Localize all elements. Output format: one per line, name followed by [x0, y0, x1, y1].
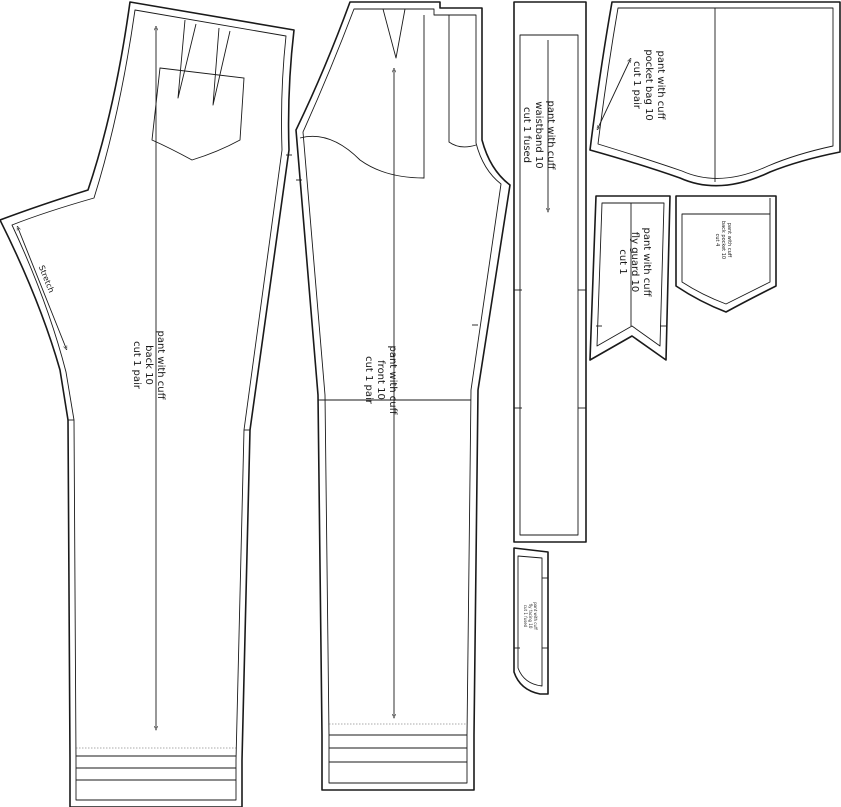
fly-guard-label-line-3: cut 1 — [617, 249, 628, 274]
front-label-line-1: pant with cuff — [387, 345, 398, 415]
fly-guard-seam-line — [596, 202, 665, 347]
back-pattern-piece: Stretch pant with cuff back 10 cut 1 pai… — [0, 1, 295, 807]
waistband-pattern-piece: pant with cuff waistband 10 cut 1 fused — [513, 1, 587, 543]
fly-guard-label: pant with cuff fly guard 10 cut 1 — [617, 227, 652, 297]
back-pocket-label-line-3: cut 4 — [714, 234, 720, 247]
back-pocket-label: pant with cuff back pocket 10 cut 4 — [714, 221, 732, 259]
back-label-line-2: back 10 — [143, 345, 154, 385]
fly-guard-pattern-piece: pant with cuff fly guard 10 cut 1 — [589, 195, 671, 361]
back-piece-cut-line — [0, 1, 295, 807]
front-label-line-3: cut 1 pair — [363, 356, 374, 405]
waistband-seam-line — [519, 34, 579, 536]
back-pocket-placement — [151, 67, 245, 161]
fly-facing-label-line-3: cut 1 fused — [523, 605, 528, 628]
back-pocket-label-line-2: back pocket 10 — [720, 221, 726, 259]
back-pocket-cut-line — [675, 195, 777, 313]
fly-guard-label-line-2: fly guard 10 — [629, 232, 640, 292]
front-piece-seam-line — [302, 8, 502, 784]
front-label-line-2: front 10 — [375, 360, 386, 400]
back-dart-2 — [212, 27, 231, 106]
fly-facing-label-line-2: fly facing 10 — [528, 604, 533, 629]
waistband-label-line-2: waistband 10 — [533, 101, 544, 168]
back-dart-1 — [177, 19, 197, 99]
back-pocket-pattern-piece: pant with cuff back pocket 10 cut 4 — [675, 195, 777, 313]
fly-facing-pattern-piece: pant with cuff fly facing 10 cut 1 fused — [513, 547, 549, 695]
back-pocket-label-line-1: pant with cuff — [726, 223, 732, 258]
pocket-bag-label: pant with cuff pocket bag 10 cut 1 pair — [631, 49, 666, 120]
fly-facing-seam-line — [517, 555, 543, 687]
fly-guard-cut-line — [589, 195, 671, 361]
front-pattern-piece: pant with cuff front 10 cut 1 pair — [295, 1, 511, 791]
waistband-cut-line — [513, 1, 587, 543]
pocket-bag-label-line-2: pocket bag 10 — [643, 49, 654, 120]
front-dart — [382, 8, 406, 59]
pocket-bag-label-line-1: pant with cuff — [655, 50, 666, 120]
back-label-line-3: cut 1 pair — [131, 341, 142, 390]
front-pocket-placement — [299, 15, 425, 179]
back-pocket-seam-line — [681, 213, 771, 305]
front-piece-label: pant with cuff front 10 cut 1 pair — [363, 345, 398, 415]
fly-facing-cut-line — [513, 547, 549, 695]
fly-guard-label-line-1: pant with cuff — [641, 227, 652, 297]
pocket-bag-grainline — [598, 60, 630, 128]
waistband-label-line-1: pant with cuff — [545, 100, 556, 170]
fly-facing-label-line-1: pant with cuff — [533, 602, 538, 630]
back-piece-label: pant with cuff back 10 cut 1 pair — [131, 330, 166, 400]
fly-facing-label: pant with cuff fly facing 10 cut 1 fused — [523, 602, 538, 630]
waistband-label: pant with cuff waistband 10 cut 1 fused — [521, 100, 556, 170]
pocket-bag-pattern-piece: pant with cuff pocket bag 10 cut 1 pair — [589, 1, 841, 187]
pocket-bag-label-line-3: cut 1 pair — [631, 61, 642, 110]
back-label-line-1: pant with cuff — [155, 330, 166, 400]
waistband-label-line-3: cut 1 fused — [521, 107, 532, 163]
back-stretch-arrow — [18, 228, 66, 348]
front-fly-extension — [448, 15, 477, 148]
front-piece-cut-line — [295, 1, 511, 791]
